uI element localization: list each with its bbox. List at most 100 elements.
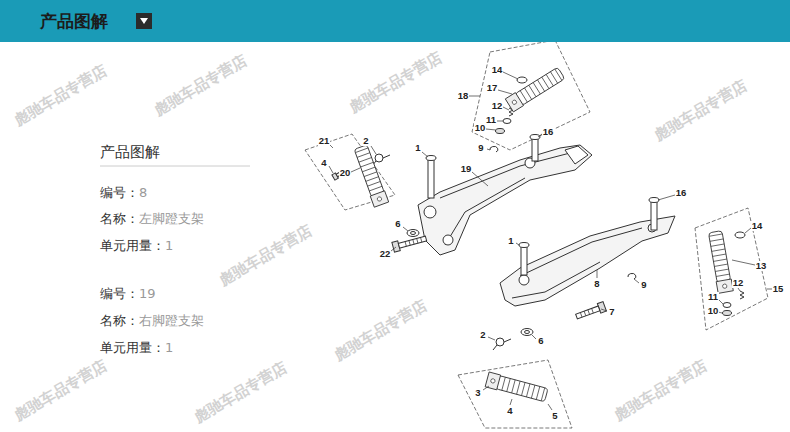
callout-number: 11 (707, 292, 719, 302)
washer-nut-part (407, 230, 419, 237)
watermark: 彪驰车品专营店 (190, 358, 290, 426)
callout-number: 16 (675, 188, 688, 198)
pin-part (651, 200, 657, 230)
assembly-group-outline-part (458, 360, 572, 428)
watermark: 彪驰车品专营店 (330, 296, 430, 364)
pin-part (649, 198, 659, 203)
bolt-part (575, 302, 607, 322)
field-value: 右脚蹬支架 (139, 313, 204, 329)
footpeg-part (485, 372, 548, 403)
leader-line-part (483, 309, 607, 410)
washer-nut-part (723, 311, 732, 316)
callout-number: 12 (732, 278, 745, 288)
callout-number: 8 (593, 279, 600, 289)
washer-nut-part (517, 77, 527, 83)
field-label: 名称： (100, 211, 139, 227)
dropdown-icon (136, 13, 152, 29)
bolt-part-part (580, 308, 593, 317)
callout-number: 12 (491, 101, 504, 111)
footpeg-bracket-part (519, 275, 529, 285)
watermark: 彪驰车品专营店 (10, 356, 110, 424)
callout-number: 9 (477, 143, 484, 153)
panel-heading: 产品图解 (100, 143, 160, 161)
callout-number: 15 (772, 284, 785, 294)
footpeg-bracket (418, 145, 675, 306)
callout-number: 10 (474, 123, 487, 133)
watermark: 彪驰车品专营店 (215, 221, 315, 289)
callout-number: 17 (486, 83, 499, 93)
washer-nut-part (496, 129, 505, 134)
callout-number: 6 (537, 336, 544, 346)
bolt-part-part (398, 236, 426, 248)
field-value: 8 (139, 185, 147, 201)
callout-number: 7 (608, 307, 615, 317)
callout-number: 11 (485, 115, 497, 125)
callout-number: 22 (379, 249, 392, 259)
header-title: 产品图解 (40, 10, 790, 33)
callout-number: 4 (320, 158, 327, 168)
spring-part (496, 338, 504, 346)
washer-nut-part (735, 232, 745, 238)
field-value: 1 (165, 340, 173, 356)
footpeg-part (708, 230, 734, 293)
pin-part (428, 158, 434, 198)
footpeg-bracket-part (565, 146, 588, 164)
field-value: 1 (165, 238, 173, 254)
callout-number: 10 (707, 306, 720, 316)
pin-part (521, 245, 527, 275)
watermark: 彪驰车品专营店 (10, 61, 110, 129)
field-label: 单元用量： (100, 238, 165, 254)
assembly-group-outline (305, 40, 768, 428)
assembly-group-outline-part (472, 40, 590, 150)
pin (426, 135, 659, 276)
pin-part (532, 137, 538, 161)
callout-number: 20 (339, 168, 352, 178)
field-value: 19 (139, 286, 156, 302)
field-label: 名称： (100, 313, 139, 329)
callout-number: 14 (491, 65, 504, 75)
callout-number: 3 (474, 388, 481, 398)
spring-part (375, 154, 383, 162)
footpeg-bracket-part (500, 216, 675, 306)
spring-part (740, 291, 744, 299)
callout-number: 21 (318, 136, 331, 146)
icon-triangle (140, 18, 148, 24)
callout-number: 6 (394, 219, 401, 229)
header-band: 产品图解 (0, 0, 790, 42)
callout-number: 1 (507, 236, 514, 246)
watermark: 彪驰车品专营店 (150, 51, 250, 119)
footpeg-bracket-part (512, 228, 642, 298)
assembly-group-outline-part (695, 208, 768, 330)
callout-number: 19 (460, 164, 473, 174)
footpeg-part (353, 144, 388, 207)
field-label: 编号： (100, 185, 139, 201)
leader-line-part (516, 195, 773, 313)
icon-box (136, 13, 152, 29)
washer-nut-part (525, 331, 530, 334)
spring (372, 108, 744, 350)
leader-line (329, 72, 773, 410)
field-label: 单元用量： (100, 340, 165, 356)
callout-number: 5 (551, 411, 558, 421)
bolt-part (392, 234, 427, 252)
washer-nut-part (723, 303, 731, 308)
washer-nut-part (521, 329, 533, 336)
callout-number: 2 (479, 330, 486, 340)
footpeg-bracket-part (418, 145, 592, 255)
watermark: 彪驰车品专营店 (345, 48, 445, 116)
callout-number: 1 (414, 143, 421, 153)
washer-nut-part (490, 146, 498, 152)
watermark: 彪驰车品专营店 (610, 356, 710, 424)
callout-number: 18 (457, 91, 470, 101)
spring-part (493, 339, 511, 350)
leader-line-part (469, 72, 542, 186)
leader-line-part (329, 145, 428, 251)
heading-underline (100, 166, 250, 167)
callout-number: 16 (542, 127, 555, 137)
footpeg-bracket-part (440, 153, 570, 245)
washer-nut-part (503, 119, 511, 124)
field-label: 编号： (100, 286, 139, 302)
watermark: 彪驰车品专营店 (650, 76, 750, 144)
footpeg-bracket-part (443, 235, 453, 245)
washer-nut-part (628, 273, 636, 279)
